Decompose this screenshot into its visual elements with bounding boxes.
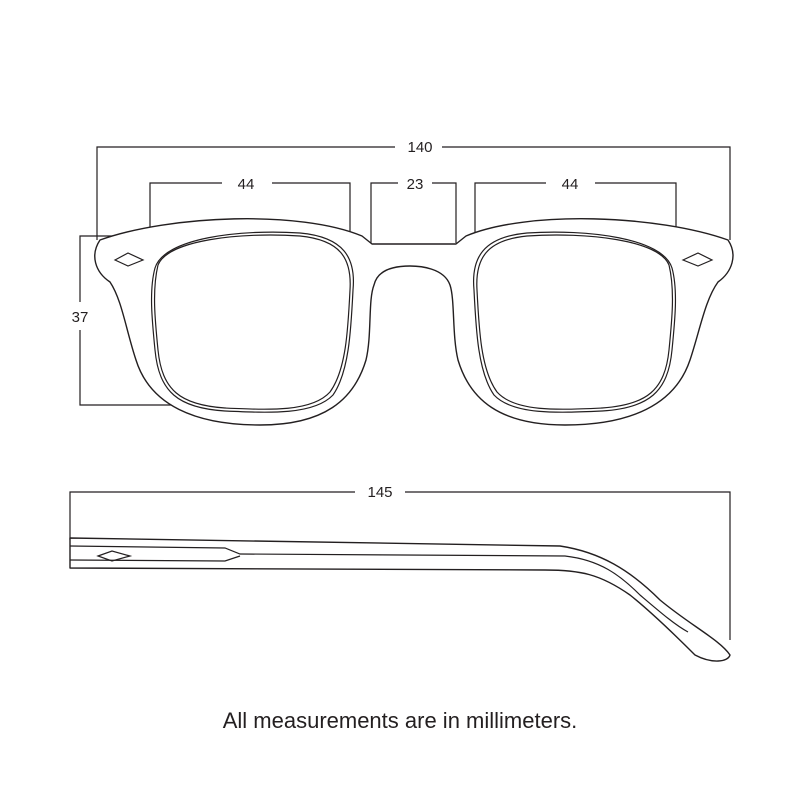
temple-rivet-icon [96,550,133,562]
total-width-label: 140 [407,139,432,156]
lens-width-left-label: 44 [238,176,255,193]
dimension-total-width: 140 [96,139,731,240]
lens-right [476,234,674,410]
lens-height-label: 37 [72,309,89,326]
temple-side [69,537,731,662]
dimension-bridge-width: 23 [370,176,457,243]
rivet-left-icon [113,252,145,267]
dimension-temple-length: 145 [69,484,731,640]
lens-left [153,234,351,410]
temple-length-label: 145 [367,484,392,501]
bridge-width-label: 23 [407,176,424,193]
measurement-caption: All measurements are in millimeters. [222,708,578,733]
frame-front [94,218,734,426]
lens-width-right-label: 44 [562,176,579,193]
rivet-right-icon [681,252,714,267]
